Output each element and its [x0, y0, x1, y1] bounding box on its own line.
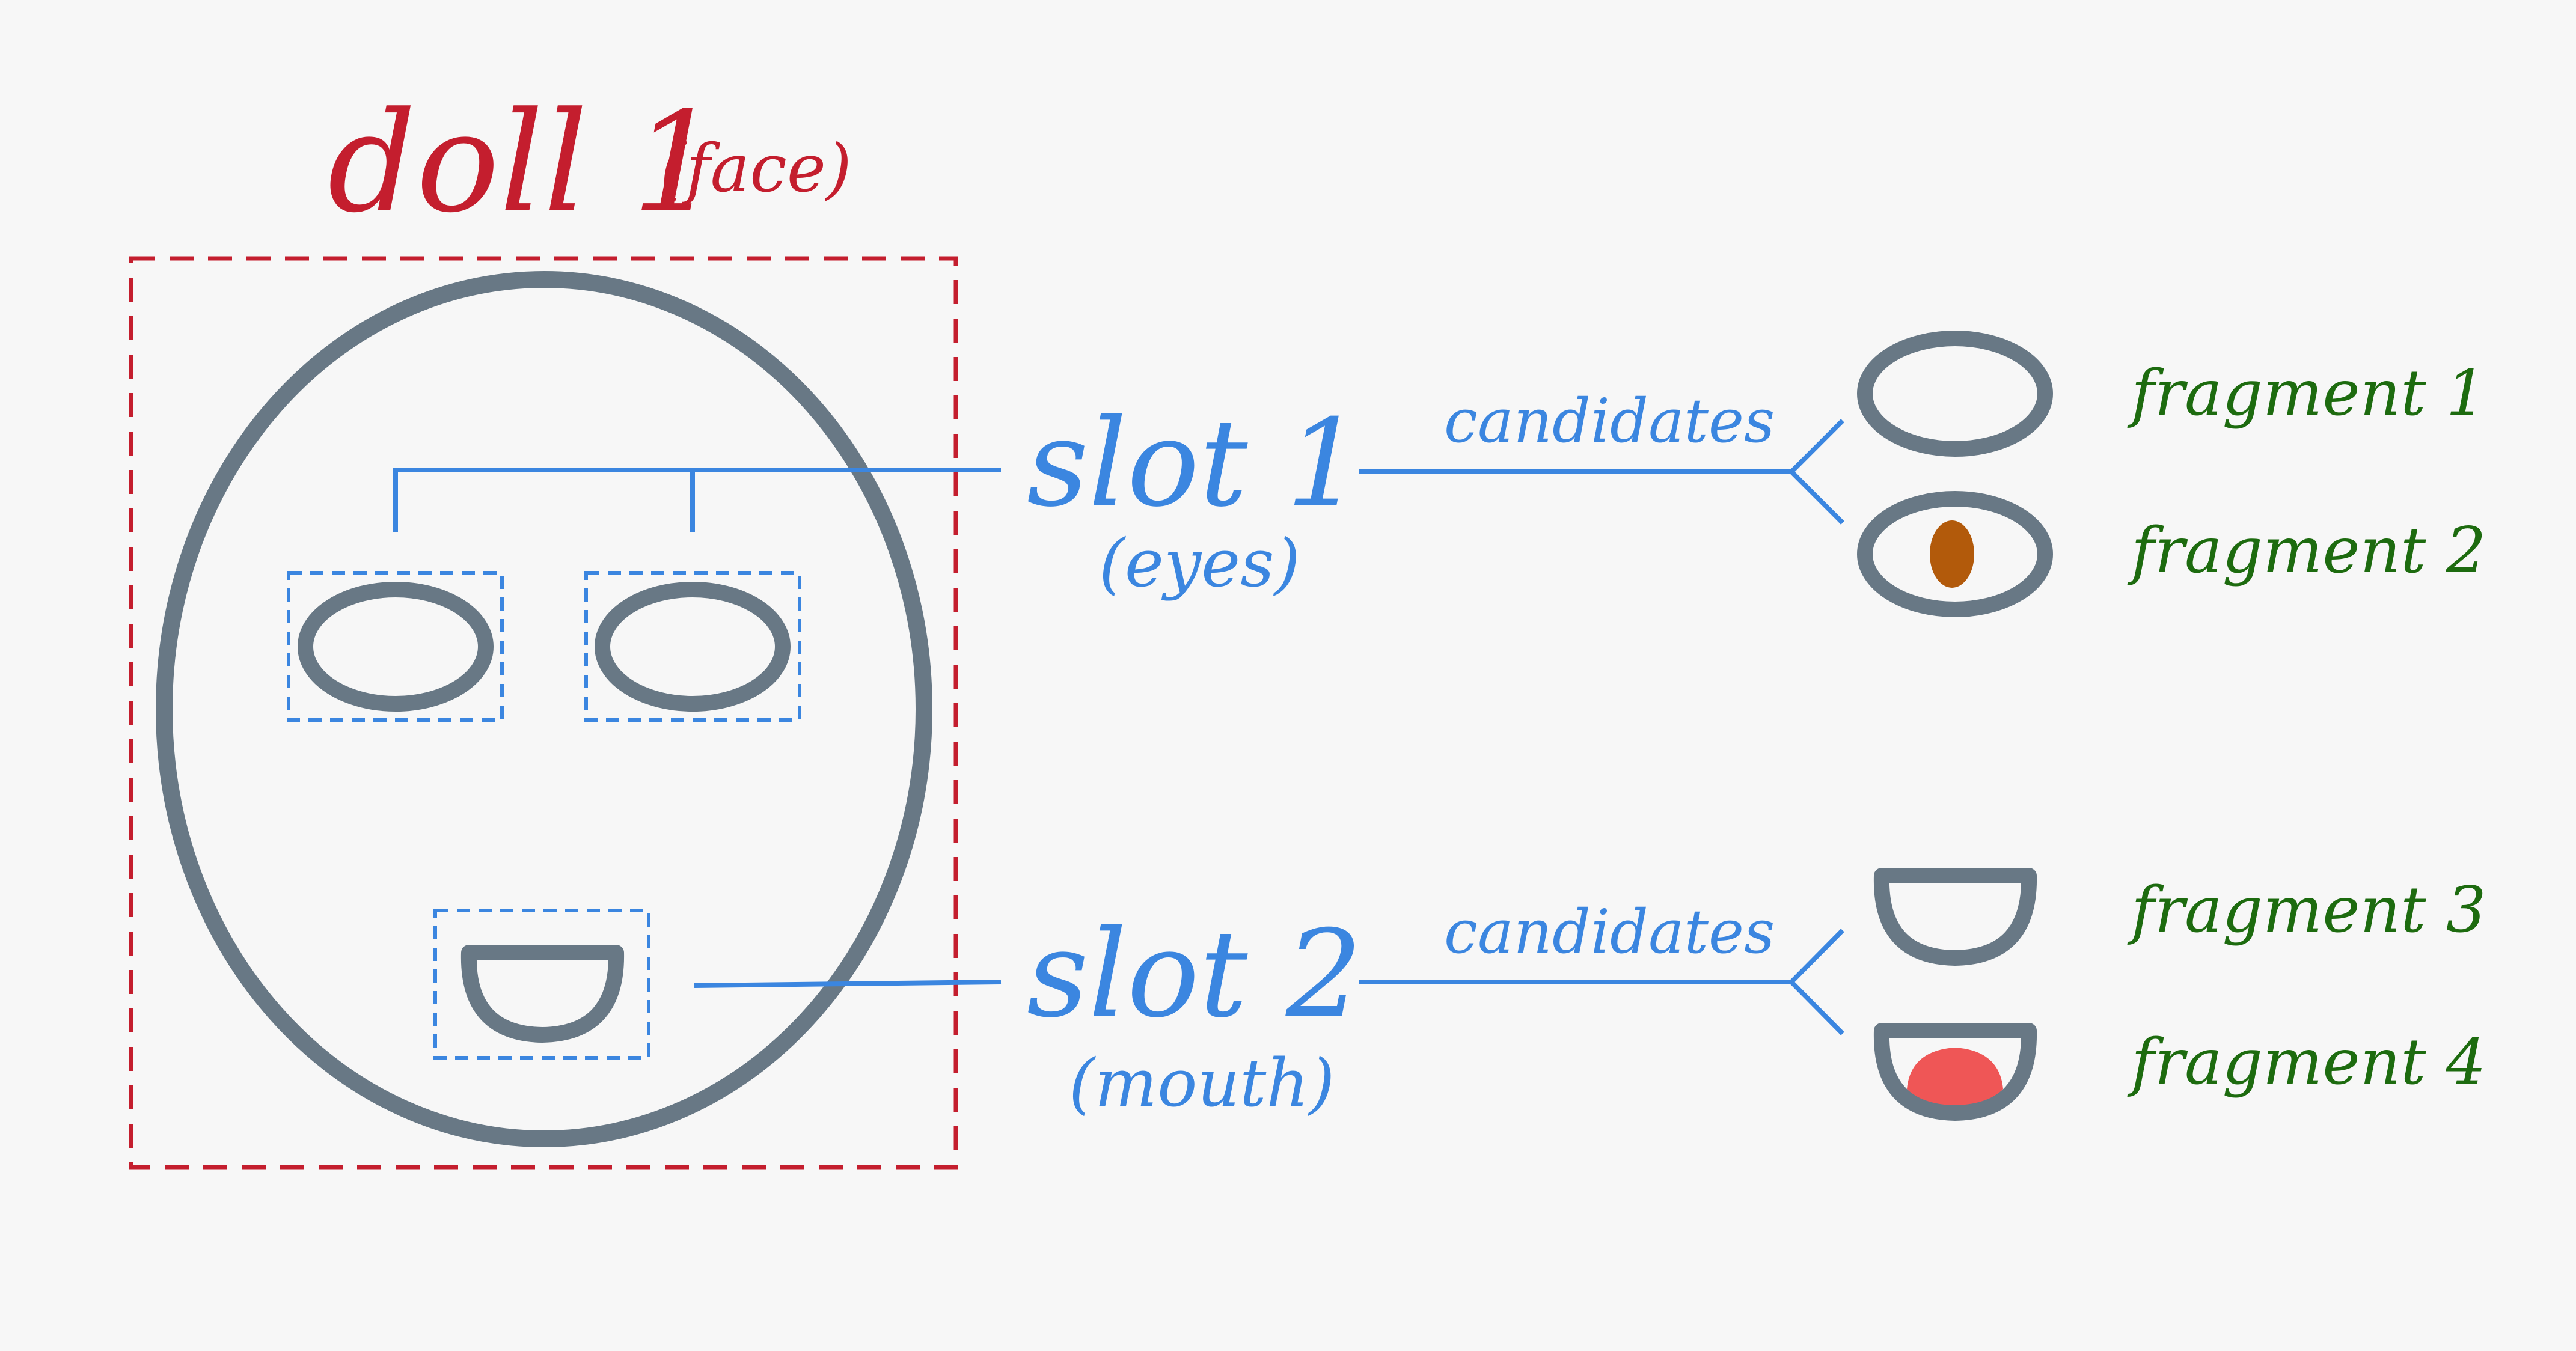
fragment1-label: fragment 1 [2127, 356, 2486, 430]
fragment3-label: fragment 3 [2127, 873, 2486, 947]
fragment2-pupil-icon [1930, 520, 1974, 588]
slot2-candidates-fork [1788, 929, 1844, 1035]
fragment4-mouth-with-tongue-icon [1873, 1023, 2037, 1121]
fragment4-tongue-icon [1907, 1048, 2003, 1111]
slot2-subtitle: (mouth) [1069, 1045, 1335, 1121]
left-eye-icon [298, 582, 494, 712]
doll-boundary-box [129, 256, 958, 1170]
slot2-candidates-label: candidates [1444, 897, 1775, 967]
fragment2-eye-with-pupil-icon [1857, 491, 2053, 617]
fragment4-label: fragment 4 [2127, 1025, 2486, 1099]
left-eye-slot-box [287, 571, 504, 722]
doll-title: doll 1 [328, 83, 720, 243]
fragment3-empty-mouth-icon [1873, 868, 2037, 966]
slot1-connector-line [393, 468, 1001, 532]
fragment1-empty-eye-icon [1857, 331, 2053, 457]
doll-subtitle: (face) [660, 130, 852, 207]
slot1-subtitle: (eyes) [1099, 525, 1300, 602]
slot1-candidates-fork [1788, 419, 1844, 525]
slot1-candidates-label: candidates [1444, 386, 1775, 456]
slot1-title: slot 1 [1027, 394, 1362, 534]
mouth-slot-box [433, 909, 650, 1060]
right-eye-icon [595, 582, 791, 712]
fragment2-label: fragment 2 [2127, 514, 2486, 587]
slot2-title: slot 2 [1027, 904, 1362, 1045]
face-outline-icon [156, 271, 932, 1147]
mouth-icon [460, 945, 625, 1043]
slot2-connector-line [694, 980, 1002, 988]
right-eye-slot-box [584, 571, 801, 722]
